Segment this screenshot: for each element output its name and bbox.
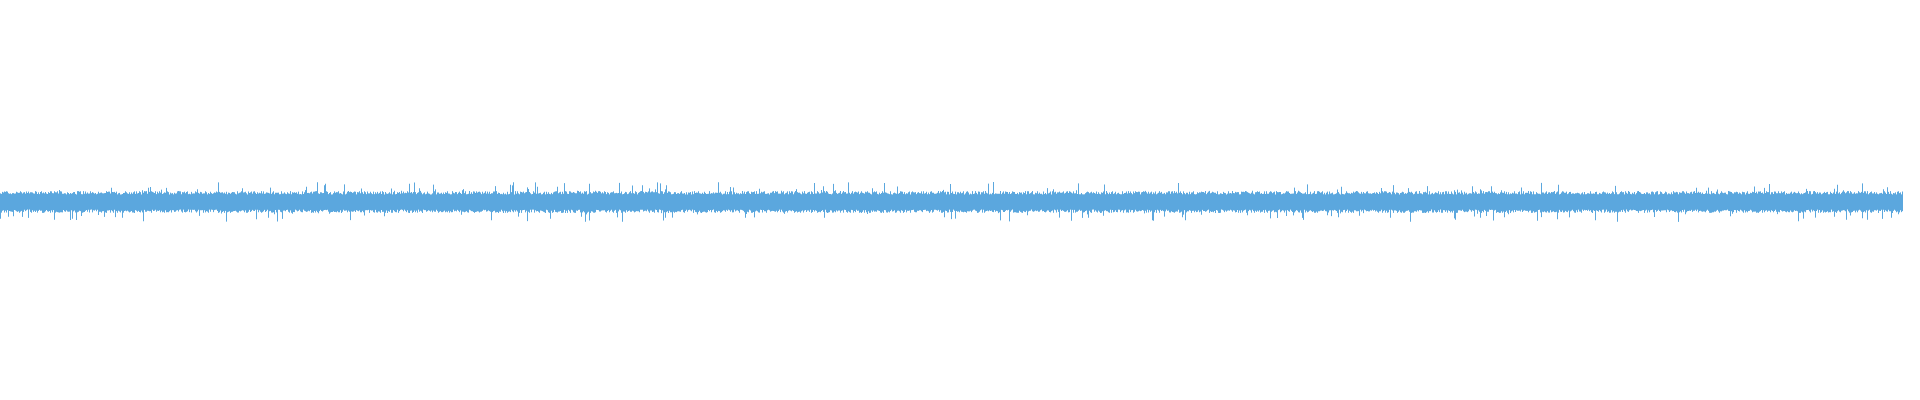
waveform-peaks — [0, 182, 1903, 222]
waveform-body — [0, 182, 1903, 222]
